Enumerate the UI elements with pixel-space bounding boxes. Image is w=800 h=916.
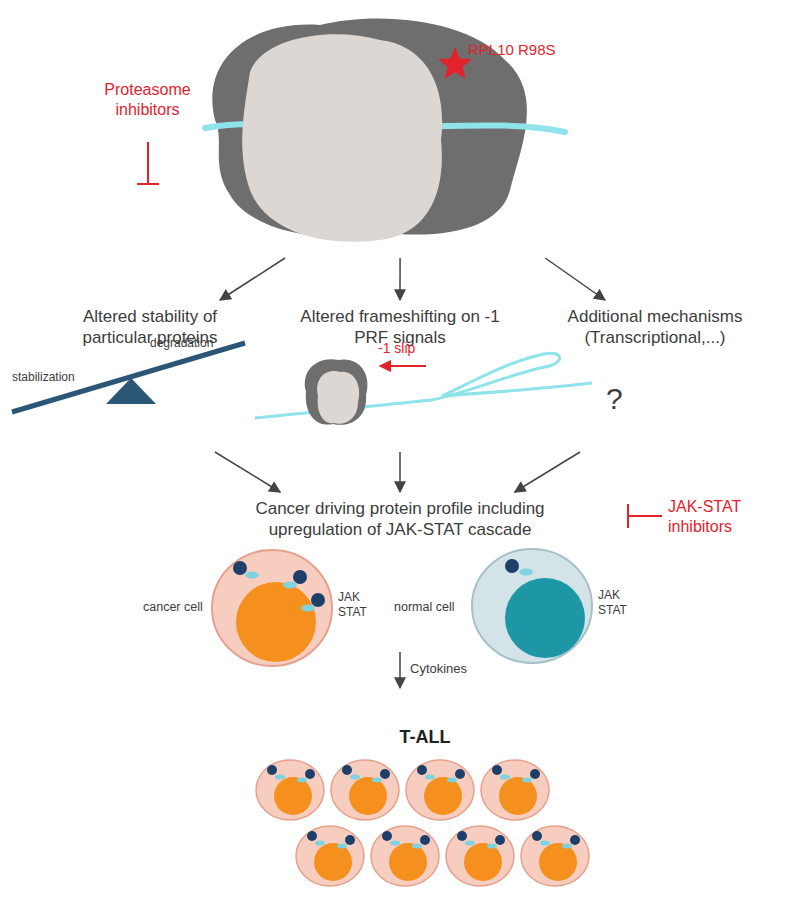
inhibitor-label: JAK-STAT inhibitors <box>668 497 780 537</box>
outcome-text: Cancer driving protein profile including… <box>232 498 568 541</box>
mutation-star <box>438 47 472 79</box>
inhibition-bar <box>137 142 159 184</box>
cell-label: cancer cell <box>143 600 211 616</box>
pathway-label: JAK STAT <box>598 588 638 618</box>
seesaw-illustration <box>12 343 245 412</box>
cytokine-arrow <box>399 652 401 688</box>
flow-arrow <box>220 258 285 300</box>
disease-label: T-ALL <box>240 726 610 749</box>
mechanism-text: Additional mechanisms (Transcriptional,.… <box>555 306 755 349</box>
ribosome: RPL10 R98S <box>200 15 590 258</box>
flow-arrow <box>215 452 280 492</box>
flow-arrow <box>399 452 401 492</box>
unknown-mark: ? <box>606 380 636 418</box>
seesaw-label: degradation <box>150 336 240 351</box>
inhibitor-label: Proteasome inhibitors <box>85 80 210 120</box>
normal-cell: normal cell JAK STAT <box>388 548 640 670</box>
leukemia-cells <box>256 760 589 886</box>
mechanism-box: Altered frameshifting on -1 PRF signals <box>270 300 530 452</box>
seesaw-label: stabilization <box>12 370 107 385</box>
flow-arrow <box>515 452 580 492</box>
mechanism-box: Additional mechanisms (Transcriptional,.… <box>530 300 780 452</box>
normal-cell-illustration <box>472 549 592 663</box>
cancer-cell-illustration <box>212 550 332 666</box>
flow-arrow <box>545 258 605 300</box>
mutation-label: RPL10 R98S <box>468 41 588 60</box>
frameshift-illustration <box>255 353 592 425</box>
flow-arrow <box>399 258 401 300</box>
pathway-label: JAK STAT <box>338 590 378 620</box>
leukemia-group: T-ALL <box>240 718 612 908</box>
cytokine-label: Cytokines <box>410 661 490 677</box>
slip-label: -1 slip <box>378 340 428 358</box>
cancer-cell: cancer cell JAK STAT <box>140 548 380 670</box>
outcome-box: Cancer driving protein profile including… <box>215 492 585 548</box>
inhibition-bar <box>628 504 662 528</box>
cell-label: normal cell <box>394 600 466 616</box>
